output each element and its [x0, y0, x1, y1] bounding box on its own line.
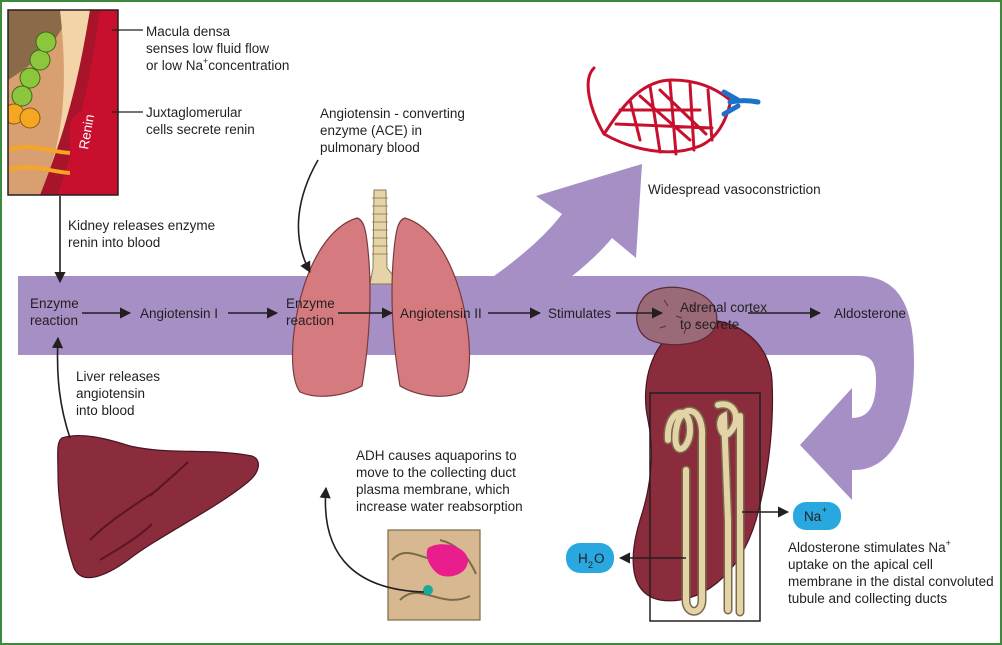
h2o-h: H [578, 551, 588, 566]
svg-text:Aldosterone stimulates Na+: Aldosterone stimulates Na+ [788, 538, 951, 555]
svg-text:or low Na+concentration: or low Na+concentration [146, 56, 289, 73]
na-bubble: Na + [793, 502, 841, 530]
na-sup: + [822, 505, 827, 515]
vasoconstriction-text: Widespread vasoconstriction [648, 182, 821, 197]
juxtaglomerular-text: Juxtaglomerular cells secrete renin [146, 105, 255, 137]
enzyme-reaction-2-line1: Enzyme [286, 296, 335, 311]
aldosterone: Aldosterone [834, 306, 906, 321]
angiotensin-2: Angiotensin II [400, 306, 482, 321]
svg-text:into blood: into blood [76, 403, 135, 418]
svg-text:enzyme (ACE) in: enzyme (ACE) in [320, 123, 422, 138]
nephron-box [649, 392, 761, 622]
svg-text:Angiotensin - converting: Angiotensin - converting [320, 106, 465, 121]
liver-releases-text: Liver releases angiotensin into blood [76, 369, 160, 418]
pathway-labels: Enzyme reaction Angiotensin I Enzyme rea… [30, 296, 906, 332]
svg-text:Kidney releases enzyme: Kidney releases enzyme [68, 218, 215, 233]
svg-text:angiotensin: angiotensin [76, 386, 145, 401]
svg-text:Macula densa: Macula densa [146, 24, 231, 39]
svg-text:renin into blood: renin into blood [68, 235, 160, 250]
enzyme-reaction-1-line2: reaction [30, 313, 78, 328]
lungs-illustration [291, 189, 471, 397]
na-text: Na [804, 509, 822, 524]
svg-text:senses low fluid flow: senses low fluid flow [146, 41, 269, 56]
renin-label: Renin [76, 113, 97, 150]
svg-text:uptake on the apical cell: uptake on the apical cell [788, 557, 933, 572]
aldosterone-effect-text: Aldosterone stimulates Na+ uptake on the… [788, 538, 994, 606]
svg-text:pulmonary blood: pulmonary blood [320, 140, 420, 155]
adrenal-cortex-line2: to secrete [680, 317, 739, 332]
nephron-tubule [663, 399, 745, 617]
svg-text:membrane in the distal convolu: membrane in the distal convoluted [788, 574, 994, 589]
svg-text:tubule and collecting ducts: tubule and collecting ducts [788, 591, 947, 606]
angiotensin-1: Angiotensin I [140, 306, 218, 321]
kidney-section-box: Renin [7, 9, 143, 196]
h2o-bubble: H 2 O [566, 543, 614, 573]
svg-text:Liver releases: Liver releases [76, 369, 160, 384]
h2o-sub: 2 [588, 560, 593, 570]
kidney-releases-text: Kidney releases enzyme renin into blood [68, 218, 215, 250]
vessel-network [586, 66, 761, 156]
svg-text:increase water reabsorption: increase water reabsorption [356, 499, 523, 514]
svg-text:move to the collecting duct: move to the collecting duct [356, 465, 516, 480]
svg-text:cells secrete renin: cells secrete renin [146, 122, 255, 137]
enzyme-reaction-2-line2: reaction [286, 313, 334, 328]
h2o-o: O [594, 551, 605, 566]
enzyme-reaction-1-line1: Enzyme [30, 296, 79, 311]
collecting-duct-inset [387, 529, 481, 621]
macula-densa-text: Macula densa senses low fluid flow or lo… [146, 24, 289, 73]
adrenal-cortex-line1: Adrenal cortex [680, 300, 767, 315]
svg-text:plasma membrane, which: plasma membrane, which [356, 482, 510, 497]
connector-arrows [51, 159, 822, 593]
svg-text:ADH causes aquaporins to: ADH causes aquaporins to [356, 448, 517, 463]
liver-illustration [57, 435, 259, 579]
svg-text:Juxtaglomerular: Juxtaglomerular [146, 105, 243, 120]
ace-text: Angiotensin - converting enzyme (ACE) in… [320, 106, 465, 155]
adh-text: ADH causes aquaporins to move to the col… [356, 448, 523, 514]
stimulates: Stimulates [548, 306, 611, 321]
